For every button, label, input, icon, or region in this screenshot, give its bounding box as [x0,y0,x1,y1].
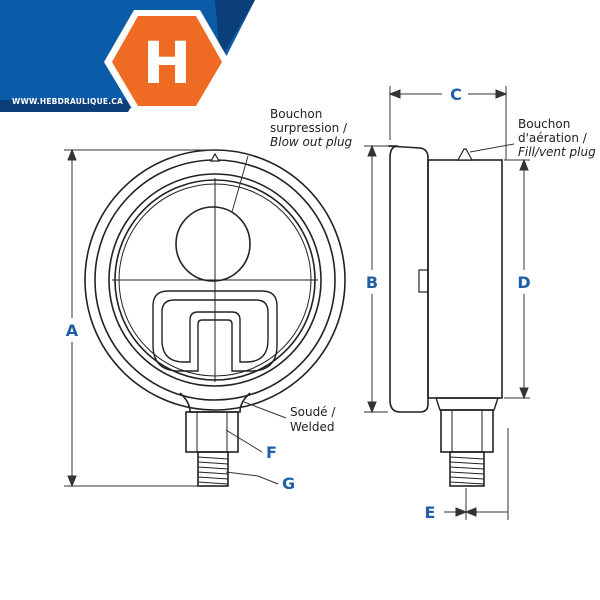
welded-callout: Soudé / Welded [243,401,336,434]
side-case-body [427,159,503,399]
hexagon-logo-icon: H [104,10,230,112]
dimension-b [364,144,388,414]
vent-label-2: d'aération / [518,131,588,145]
blowout-label-1: Bouchon [270,107,322,121]
side-hex-stem [440,409,494,453]
vent-label-3: Fill/vent plug [518,145,596,159]
dimension-a [64,148,215,488]
dim-label-b: B [366,273,378,292]
side-socket-flange [435,397,499,411]
banner-dark-corner [215,0,255,60]
fill-vent-plug-icon [456,148,474,161]
dim-label-f: F [266,443,277,462]
welded-label-2: Welded [290,420,335,434]
dim-label-e: E [425,503,436,522]
front-vent-tab [209,152,221,162]
gauge-side-view [387,145,503,487]
callout-g [225,471,279,485]
side-bezel [387,145,429,413]
website-url: WWW.HEBDRAULIQUE.CA [12,97,123,106]
brand-banner: H WWW.HEBDRAULIQUE.CA [0,0,255,112]
dimension-d [504,158,530,400]
side-clip [418,269,429,293]
front-thread-lines [197,456,229,485]
callout-f [225,429,263,453]
gauge-front-view [84,149,346,487]
side-thread-lines [449,456,485,485]
vent-callout: Bouchon d'aération / Fill/vent plug [469,117,596,159]
blowout-label-2: surpression / [270,121,348,135]
blowout-callout: Bouchon surpression / Blow out plug [231,107,353,213]
banner-dark-strip [0,100,135,112]
vent-label-1: Bouchon [518,117,570,131]
blowout-plug-circle [175,206,251,282]
dim-label-d: D [517,273,530,292]
dim-label-c: C [450,85,462,104]
dial-window-cutout [161,299,269,363]
dial-window-outline [152,290,278,372]
logo-letter: H [143,29,192,97]
welded-label-1: Soudé / [290,405,336,419]
dimension-e [444,428,509,520]
gauge-inner-ring [108,173,322,387]
dim-label-a: A [66,321,79,340]
front-neck [179,392,251,413]
blowout-label-3: Blow out plug [270,135,353,149]
dimension-c [388,86,508,160]
dim-label-g: G [282,474,295,493]
